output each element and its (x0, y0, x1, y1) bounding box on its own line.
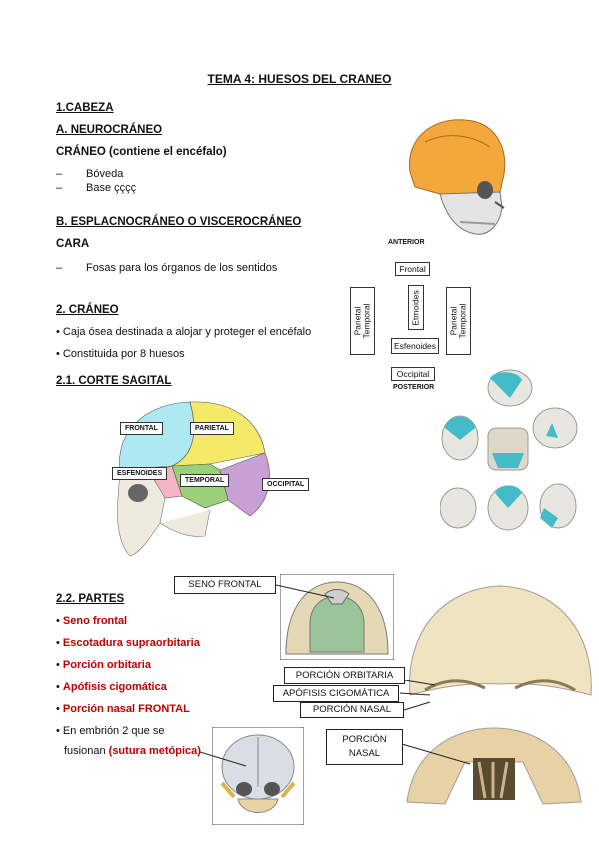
sagittal-label-occipital: OCCIPITAL (262, 478, 310, 491)
list-item: • En embrión 2 que se (56, 725, 165, 737)
diagram-parietal-right: Parietal Temporal (446, 287, 471, 355)
callout-leaders (400, 680, 436, 711)
section-cabeza: 1.CABEZA (56, 102, 114, 114)
list-item: • Seno frontal (56, 615, 128, 627)
section-craneo: 2. CRÁNEO (56, 304, 119, 316)
list-item: • Porción orbitaria (56, 659, 151, 671)
section-partes: 2.2. PARTES (56, 593, 125, 605)
skull-multiview-image (440, 369, 578, 531)
frontal-sinus-image (280, 574, 394, 660)
frontal-bone-inferior-image (406, 727, 582, 805)
skull-lateral-image (408, 119, 506, 235)
list-item: –Fosas para los órganos de los sentidos (56, 262, 278, 274)
section-corte-sagital: 2.1. CORTE SAGITAL (56, 375, 172, 387)
cara-heading: CARA (56, 238, 90, 250)
callout-porcion-orbitaria: PORCIÓN ORBITARIA (284, 667, 405, 684)
list-item: • Porción nasal FRONTAL (56, 703, 190, 715)
callout-seno-frontal: SENO FRONTAL (174, 576, 276, 594)
callout-leader (276, 584, 335, 599)
list-item: –Bóveda (56, 168, 124, 180)
list-item-cont: fusionan (sutura metópica) (64, 745, 201, 757)
list-item: • Escotadura supraorbitaria (56, 637, 200, 649)
fetal-skull-image (212, 727, 304, 825)
list-item: –Base çççç (56, 182, 137, 194)
section-esplacnocraneo: B. ESPLACNOCRÁNEO O VISCEROCRÁNEO (56, 216, 302, 228)
sagittal-label-frontal: FRONTAL (120, 422, 163, 435)
diagram-frontal: Frontal (395, 262, 430, 276)
page-title: TEMA 4: HUESOS DEL CRANEO (207, 72, 392, 86)
callout-apofisis-cigomatica: APÓFISIS CIGOMÁTICA (273, 685, 399, 702)
callout-porcion-nasal: PORCIÓN NASAL (300, 702, 404, 718)
nasal-leader (401, 743, 471, 765)
section-neurocraneo: A. NEUROCRÁNEO (56, 124, 163, 136)
frontal-bone-image (409, 585, 592, 696)
diagram-etmoides: Etmoides (408, 285, 424, 330)
list-item: • Caja ósea destinada a alojar y protege… (56, 326, 312, 338)
label-posterior: POSTERIOR (393, 384, 435, 391)
diagram-esfenoides: Esfenoides (391, 338, 439, 354)
metopica-leader (200, 751, 247, 767)
list-item: • Apófisis cigomática (56, 681, 167, 693)
diagram-occipital: Occipital (391, 367, 435, 381)
sagittal-label-temporal: TEMPORAL (180, 474, 230, 487)
list-item: • Constituida por 8 huesos (56, 348, 185, 360)
craneo-heading: CRÁNEO (contiene el encéfalo) (56, 146, 227, 158)
diagram-parietal-left: Parietal Temporal (350, 287, 375, 355)
label-anterior: ANTERIOR (388, 239, 425, 246)
sagittal-label-parietal: PARIETAL (190, 422, 234, 435)
sagittal-label-esfenoides: ESFENOIDES (112, 467, 168, 480)
